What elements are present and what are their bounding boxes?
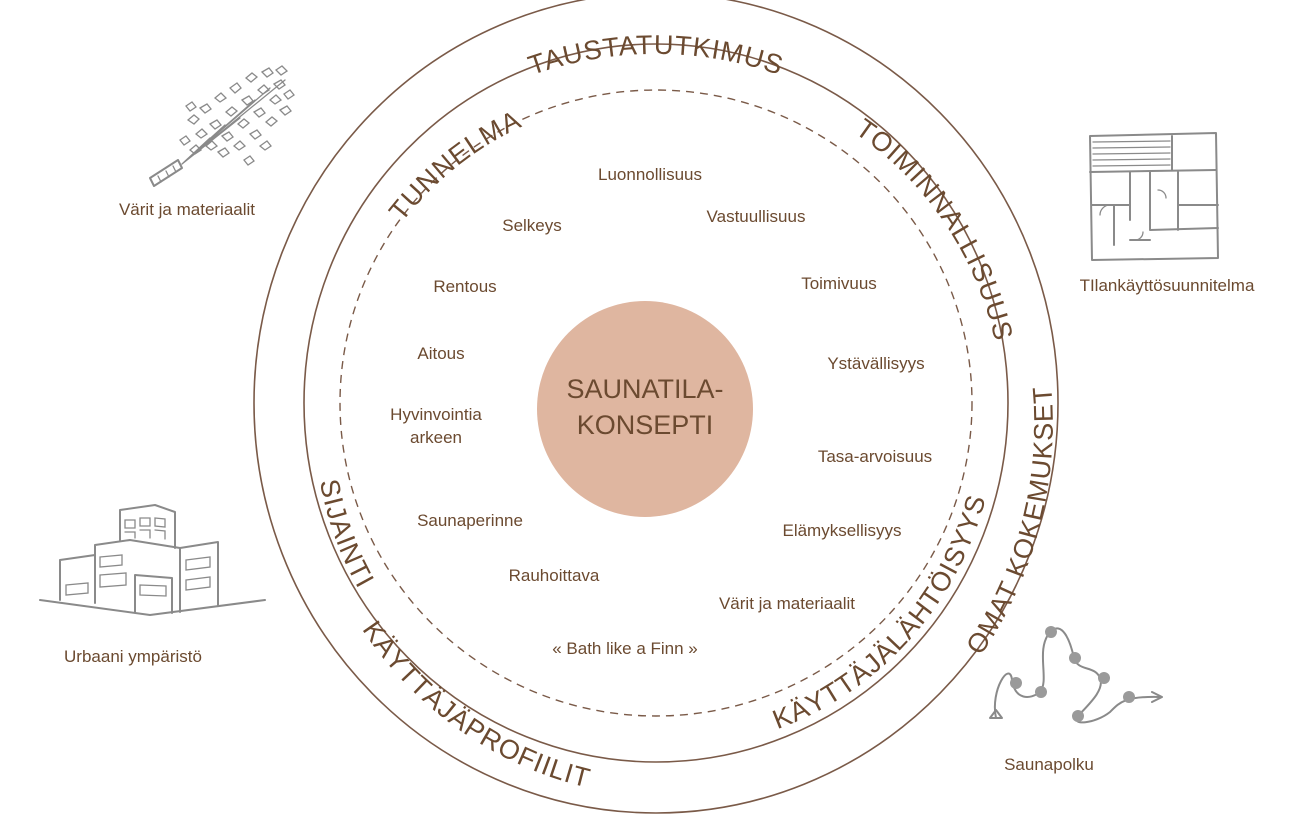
- arc-sijainti-text: SIJAINTI: [314, 476, 379, 593]
- arc-sijainti: SIJAINTI: [314, 476, 380, 593]
- corner-label-tilankaytto: TIlankäyttösuunnitelma: [1080, 276, 1255, 295]
- keyword-bath-like-a-finn: « Bath like a Finn »: [552, 639, 698, 658]
- corner-label-saunapolku: Saunapolku: [1004, 755, 1094, 774]
- arc-tunnelma: TUNNELMA: [383, 104, 526, 226]
- arc-taustatutkimus-text: TAUSTATUTKIMUS: [524, 30, 786, 81]
- keyword-rentous: Rentous: [433, 277, 496, 296]
- center-circle: [537, 301, 753, 517]
- middle-ring: [303, 43, 1009, 763]
- keyword-hyvinvointia-line2: arkeen: [410, 428, 462, 447]
- keyword-luonnollisuus: Luonnollisuus: [598, 165, 702, 184]
- outer-ring: [253, 0, 1059, 814]
- arc-toiminnallisuus: TOIMINNALLISUUS: [850, 113, 1018, 344]
- arc-tunnelma-text: TUNNELMA: [383, 104, 525, 226]
- keyword-hyvinvointia-line1: Hyvinvointia: [390, 405, 482, 424]
- corner-label-varit: Värit ja materiaalit: [119, 200, 255, 219]
- arc-toiminnallisuus-text: TOIMINNALLISUUS: [850, 113, 1017, 344]
- corner-label-urbaani: Urbaani ympäristö: [64, 647, 202, 666]
- keyword-saunaperinne: Saunaperinne: [417, 511, 523, 530]
- vihta-icon: [149, 65, 295, 187]
- center-line-2: KONSEPTI: [577, 410, 714, 440]
- keyword-tasa-arvoisuus: Tasa-arvoisuus: [818, 447, 932, 466]
- keyword-ystavallisyys: Ystävällisyys: [827, 354, 924, 373]
- center-line-1: SAUNATILA-: [566, 374, 723, 404]
- keyword-toimivuus: Toimivuus: [801, 274, 877, 293]
- floor-plan-icon: [1089, 132, 1219, 261]
- keyword-aitous: Aitous: [417, 344, 464, 363]
- path-icon: [989, 626, 1163, 724]
- arc-taustatutkimus: TAUSTATUTKIMUS: [524, 30, 787, 81]
- inner-dashed-ring: [339, 89, 973, 717]
- keyword-vastuullisuus: Vastuullisuus: [707, 207, 806, 226]
- keyword-elamyksellisyys: Elämyksellisyys: [782, 521, 901, 540]
- keyword-rauhoittava: Rauhoittava: [509, 566, 600, 585]
- keyword-selkeys: Selkeys: [502, 216, 562, 235]
- buildings-icon: [39, 504, 266, 616]
- keyword-varit-ja-materiaalit: Värit ja materiaalit: [719, 594, 855, 613]
